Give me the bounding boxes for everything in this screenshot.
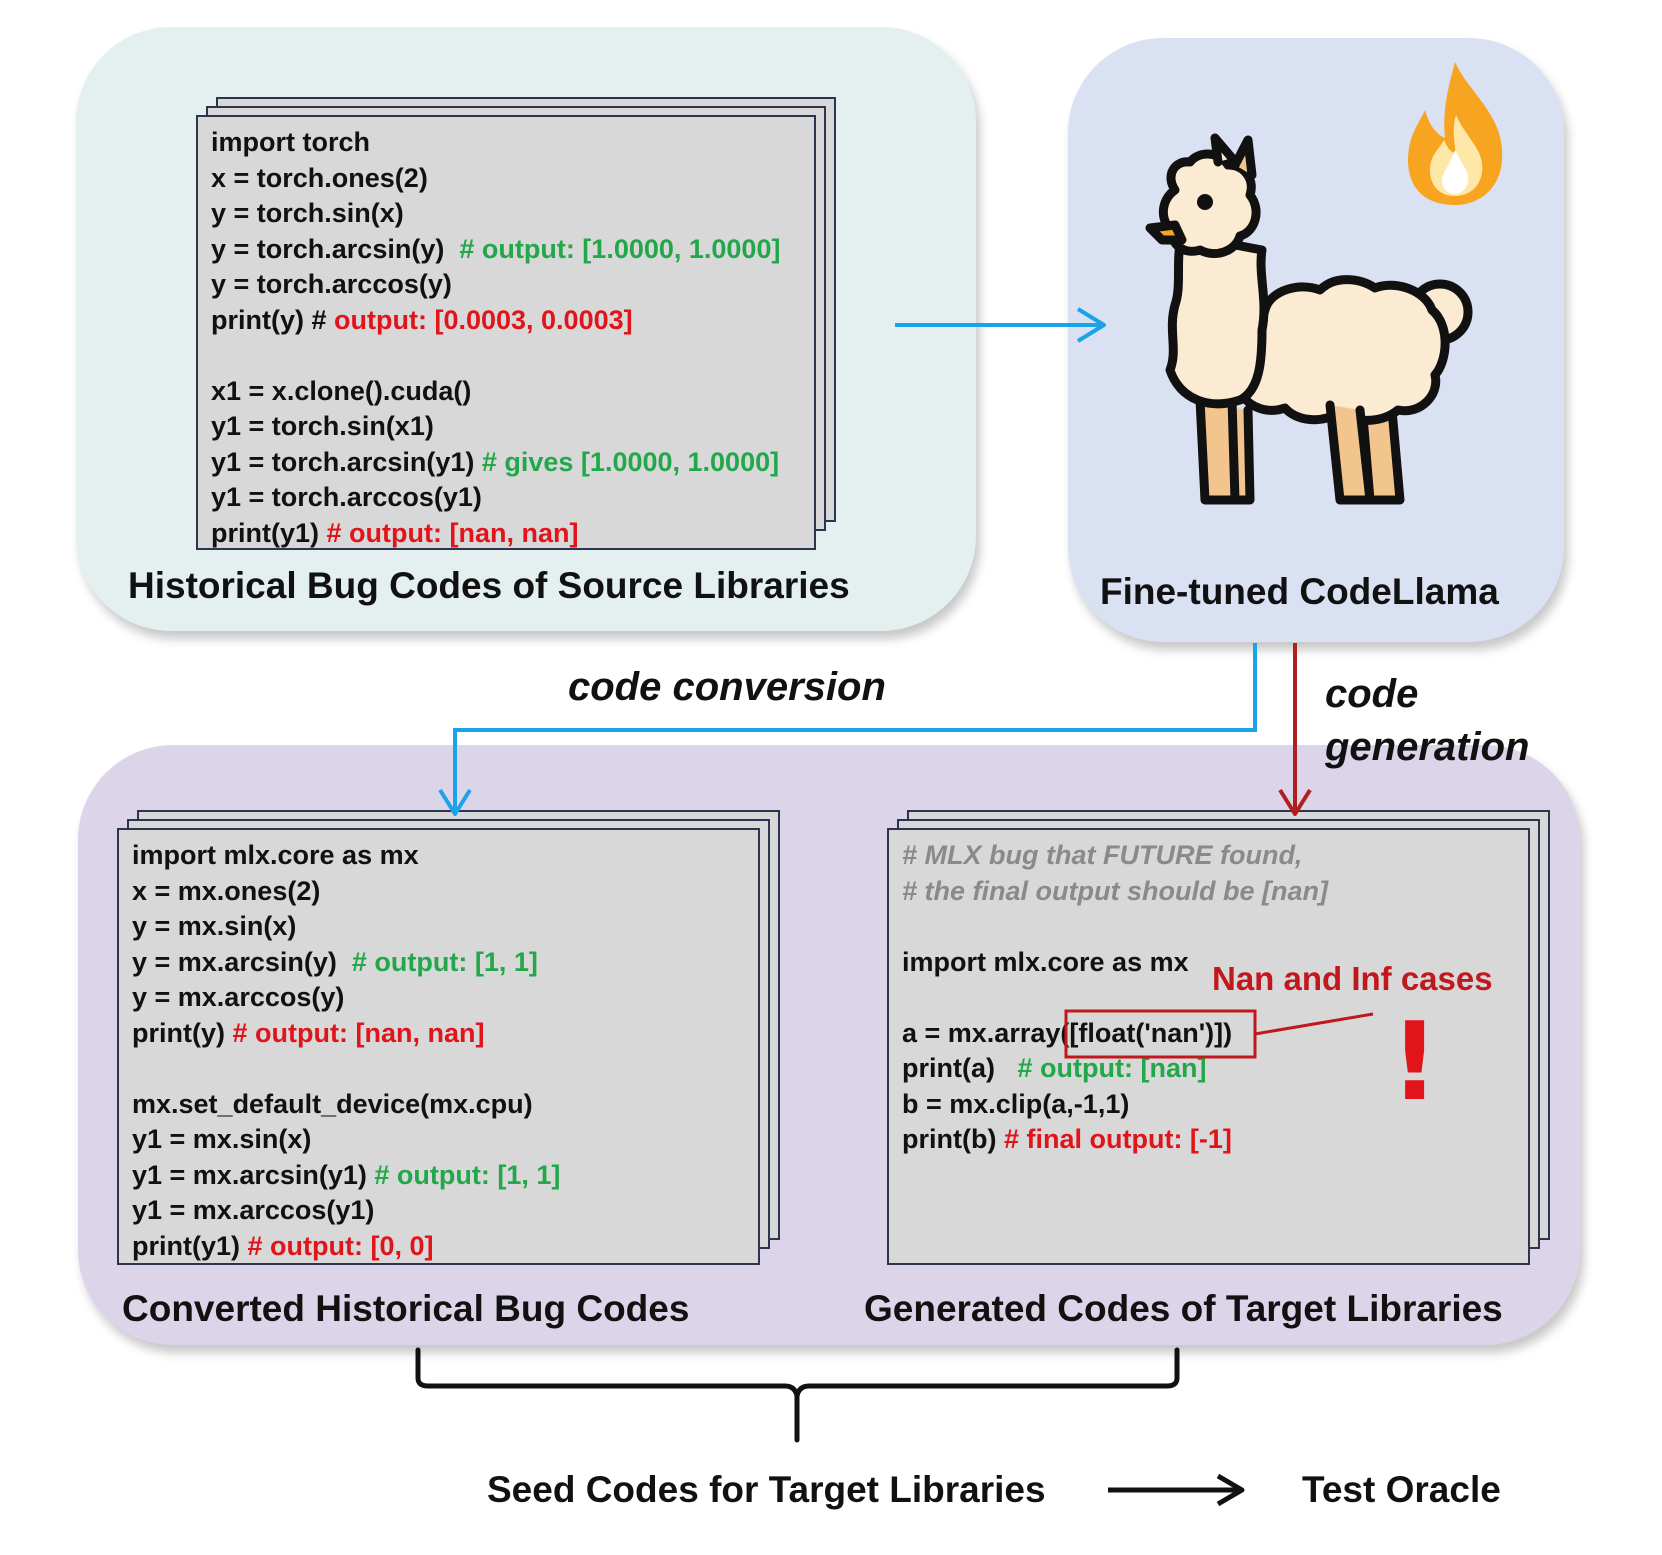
source-code-sheet: import torch x = torch.ones(2) y = torch.s… [196, 115, 816, 550]
code-segment: # output: [nan, nan] [326, 517, 579, 548]
code-segment: y = torch.arcsin(y) [211, 233, 460, 264]
code-segment: y = mx.arccos(y) [132, 982, 345, 1012]
code-line: b = mx.clip(a,-1,1) [902, 1087, 1328, 1123]
code-line: print(a) # output: [nan] [902, 1051, 1328, 1087]
code-generation-arrow [1278, 643, 1312, 816]
code-segment: x = mx.ones(2) [132, 875, 321, 906]
code-line: y = torch.arcsin(y) # output: [1.0000, 1… [211, 232, 780, 268]
code-line: x = torch.ones(2) [211, 161, 780, 197]
code-line: y1 = torch.arccos(y1) [211, 480, 780, 516]
code-segment: x1 = x.clone().cuda() [211, 375, 472, 406]
code-segment: output: [0.0003, 0.0003] [334, 304, 633, 335]
code-segment: y1 = torch.arccos(y1) [211, 482, 482, 512]
source-to-model-arrow [895, 307, 1106, 343]
code-segment: y1 = mx.arccos(y1) [132, 1195, 375, 1225]
code-line: print(y) # output: [nan, nan] [132, 1016, 560, 1052]
nan-inf-annotation: Nan and Inf cases [1212, 960, 1493, 997]
code-line: x = mx.ones(2) [132, 874, 560, 910]
code-segment: y1 = torch.sin(x1) [211, 411, 434, 441]
code-line: y1 = mx.sin(x) [132, 1122, 560, 1158]
seed-brace [415, 1347, 1180, 1443]
llama-eye [1197, 194, 1213, 210]
source-code-block: import torch x = torch.ones(2) y = torch.s… [198, 117, 780, 551]
seed-codes-label: Seed Codes for Target Libraries [487, 1469, 1046, 1510]
test-oracle-label: Test Oracle [1302, 1469, 1501, 1510]
code-conversion-arrow [438, 643, 1257, 816]
code-segment: import mlx.core as mx [132, 840, 419, 870]
code-line: y = mx.sin(x) [132, 909, 560, 945]
seed-to-oracle-arrow [1108, 1473, 1245, 1507]
code-line: print(y1) # output: [nan, nan] [211, 516, 780, 552]
code-line: x1 = x.clone().cuda() [211, 374, 780, 410]
code-segment: y1 = mx.sin(x) [132, 1124, 312, 1154]
code-line: print(y1) # output: [0, 0] [132, 1229, 560, 1265]
converted-code-block: import mlx.core as mx x = mx.ones(2) y = m… [119, 830, 560, 1264]
code-segment: print(y1) [211, 517, 327, 548]
code-line: mx.set_default_device(mx.cpu) [132, 1087, 560, 1123]
code-segment: y1 = torch.arcsin(y1) [211, 446, 482, 477]
converted-code-sheet: import mlx.core as mx x = mx.ones(2) y = m… [117, 828, 760, 1265]
code-segment: print(y) [132, 1017, 233, 1048]
code-line: y1 = torch.arcsin(y1) # gives [1.0000, 1… [211, 445, 780, 481]
code-line: print(y) # output: [0.0003, 0.0003] [211, 303, 780, 339]
generated-code-block: # MLX bug that FUTURE found, # the final … [889, 830, 1328, 1158]
exclamation-mark: ! [1390, 1000, 1440, 1125]
code-line: # the final output should be [nan] [902, 874, 1328, 910]
code-segment: a = mx.array([float('nan')]) [902, 1017, 1233, 1048]
code-line: a = mx.array([float('nan')]) [902, 1016, 1328, 1052]
code-line: import mlx.core as mx [902, 945, 1328, 981]
code-line: y1 = mx.arccos(y1) [132, 1193, 560, 1229]
code-segment: print(b) [902, 1124, 1004, 1154]
code-segment: # output: [1, 1] [374, 1159, 561, 1190]
converted-code-stack: import mlx.core as mx x = mx.ones(2) y = m… [117, 810, 780, 1270]
code-line: y = torch.arccos(y) [211, 267, 780, 303]
source-panel-title: Historical Bug Codes of Source Libraries [128, 565, 850, 606]
code-line: print(b) # final output: [-1] [902, 1122, 1328, 1158]
code-segment: print(y) # [211, 304, 335, 335]
nan-highlight [1064, 1009, 1374, 1059]
source-code-stack: import torch x = torch.ones(2) y = torch.s… [196, 97, 856, 557]
code-line: # MLX bug that FUTURE found, [902, 838, 1328, 874]
generated-panel-title: Generated Codes of Target Libraries [864, 1288, 1503, 1329]
model-panel-title: Fine-tuned CodeLlama [1100, 571, 1499, 612]
code-segment: x = torch.ones(2) [211, 162, 428, 193]
code-line: y1 = torch.sin(x1) [211, 409, 780, 445]
llama-icon [1145, 133, 1473, 505]
code-segment: # output: [nan, nan] [232, 1017, 485, 1048]
code-line: import torch [211, 125, 780, 161]
code-line: y = mx.arcsin(y) # output: [1, 1] [132, 945, 560, 981]
flame-icon [1408, 62, 1503, 205]
code-line: y = torch.sin(x) [211, 196, 780, 232]
code-segment: # output: [1.0000, 1.0000] [459, 233, 781, 264]
code-segment: y = mx.arcsin(y) [132, 946, 352, 977]
code-segment: # gives [1.0000, 1.0000] [481, 446, 780, 477]
code-segment: # output: [0, 0] [247, 1230, 434, 1261]
code-segment: y = torch.arccos(y) [211, 269, 452, 299]
code-segment: mx.set_default_device(mx.cpu) [132, 1088, 533, 1119]
code-segment: y = mx.sin(x) [132, 911, 297, 941]
code-segment: # output: [1, 1] [351, 946, 538, 977]
code-line: import mlx.core as mx [132, 838, 560, 874]
code-segment: import mlx.core as mx [902, 946, 1189, 977]
code-segment: y = torch.sin(x) [211, 198, 404, 228]
code-segment: print(y1) [132, 1230, 248, 1261]
code-segment: import torch [211, 127, 370, 157]
code-segment: b = mx.clip(a,-1,1) [902, 1088, 1130, 1119]
code-generation-label-line2: generation [1325, 725, 1530, 769]
code-line: y = mx.arccos(y) [132, 980, 560, 1016]
code-segment: print(a) [902, 1053, 1018, 1083]
converted-panel-title: Converted Historical Bug Codes [122, 1288, 690, 1329]
code-conversion-label: code conversion [568, 665, 886, 709]
generated-code-stack: # MLX bug that FUTURE found, # the final … [887, 810, 1550, 1270]
code-segment: y1 = mx.arcsin(y1) [132, 1159, 375, 1190]
code-line: y1 = mx.arcsin(y1) # output: [1, 1] [132, 1158, 560, 1194]
generated-code-sheet: # MLX bug that FUTURE found, # the final … [887, 828, 1530, 1265]
code-segment: # the final output should be [nan] [902, 875, 1328, 906]
code-generation-label-line1: code [1325, 672, 1419, 716]
code-segment: # MLX bug that FUTURE found, [902, 840, 1303, 870]
code-segment: # final output: [-1] [1003, 1124, 1232, 1154]
